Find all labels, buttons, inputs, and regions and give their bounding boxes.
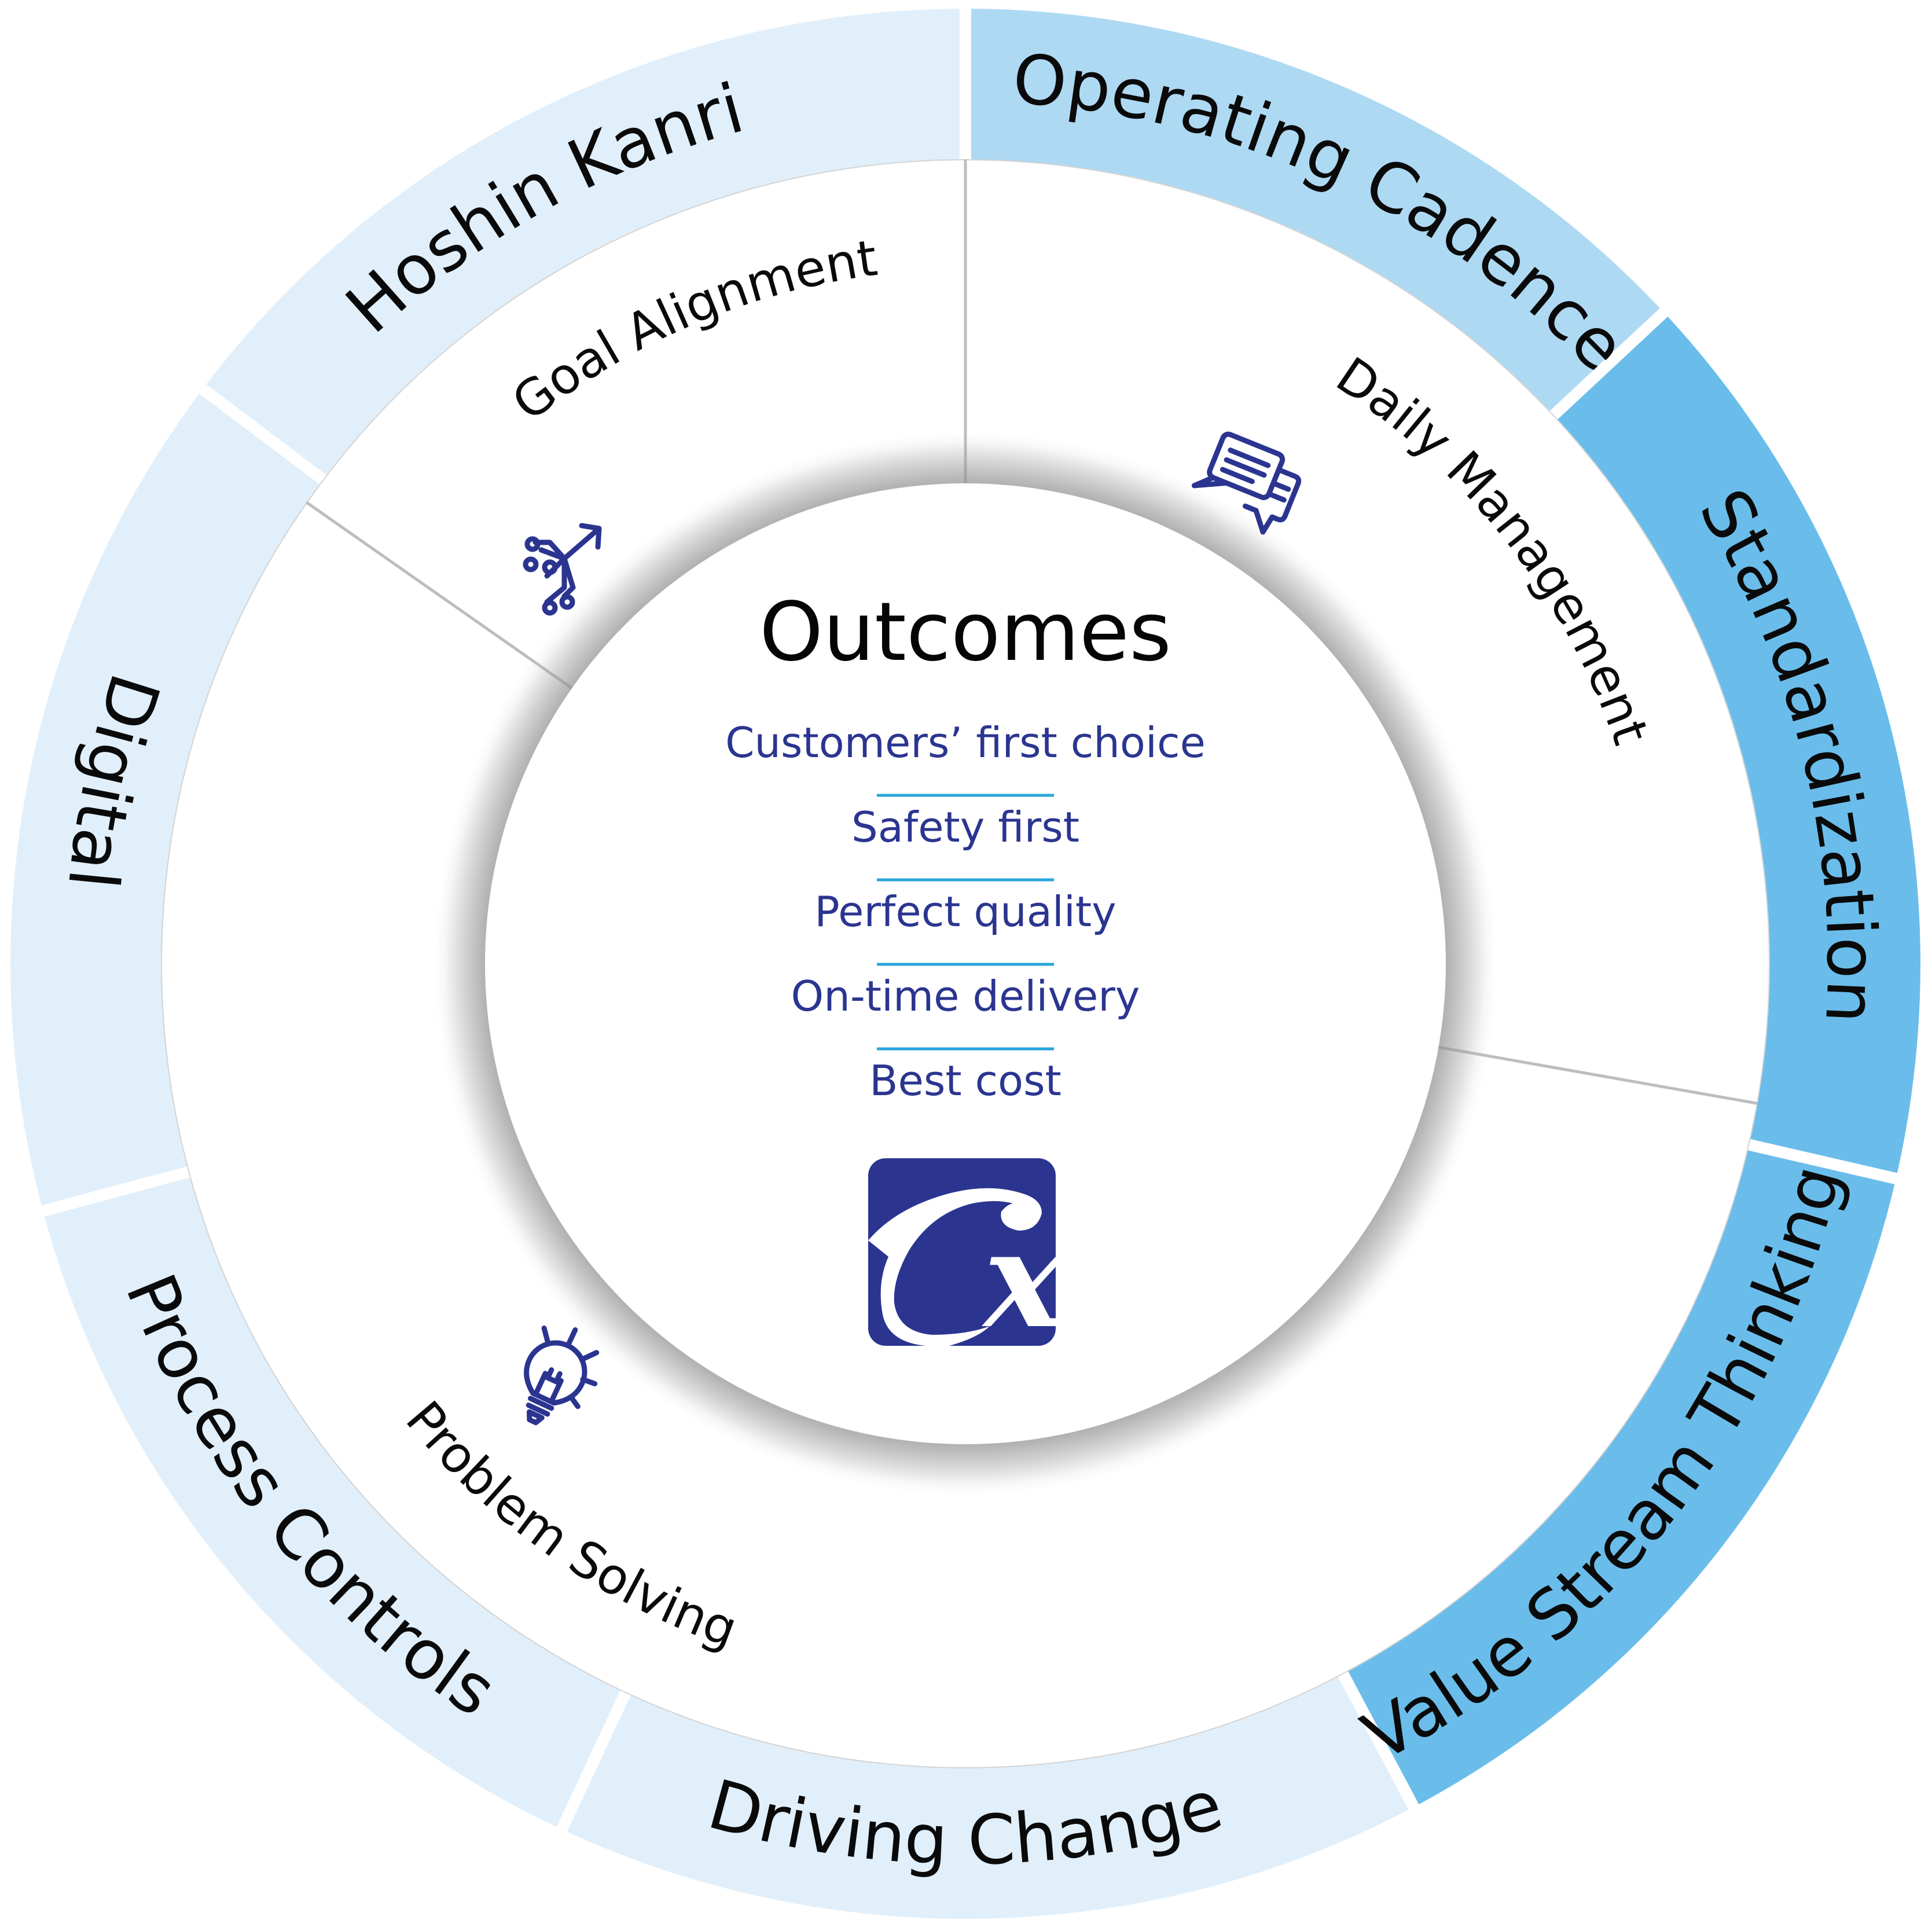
center-title: Outcomes <box>759 585 1171 680</box>
middle-ring-dividers <box>305 159 1758 1105</box>
logo-x-letter: x <box>981 1202 1065 1358</box>
outcome-item: Perfect quality <box>814 887 1116 936</box>
goal-alignment-network-arrow-icon <box>523 523 602 616</box>
chat-bubbles-icon <box>1191 431 1302 535</box>
cx-logo: x <box>868 1158 1065 1358</box>
outcome-item: Best cost <box>869 1056 1062 1105</box>
outcome-item: On-time delivery <box>791 972 1140 1020</box>
lightbulb-icon <box>524 1325 600 1426</box>
middle-divider <box>305 501 573 689</box>
outcome-item: Safety first <box>851 803 1079 851</box>
outcome-item: Customers’ first choice <box>725 718 1206 767</box>
middle-divider <box>1438 1045 1758 1105</box>
logo-c-swoosh <box>868 1188 1042 1346</box>
